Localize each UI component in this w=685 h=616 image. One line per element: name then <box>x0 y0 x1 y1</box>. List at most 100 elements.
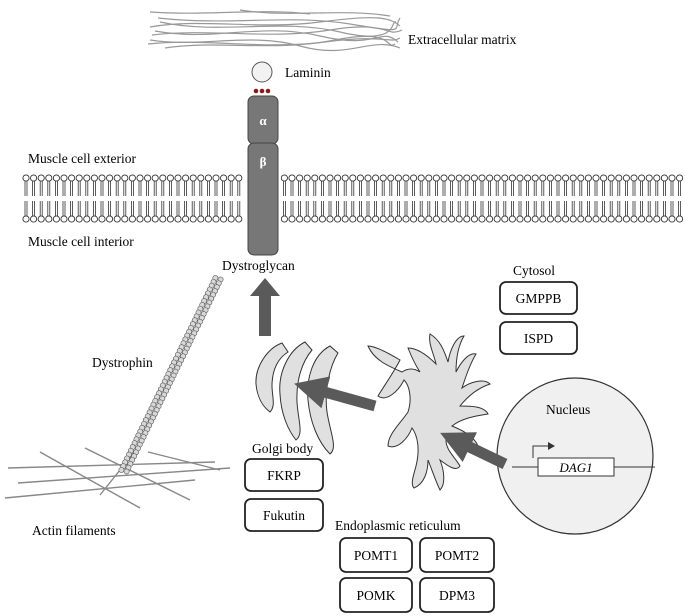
phospholipid <box>486 201 494 223</box>
golgi-to-dystroglycan-arrow <box>250 278 280 336</box>
enzyme-pomk: POMK <box>356 588 395 603</box>
phospholipid <box>235 201 243 223</box>
phospholipid <box>144 201 152 223</box>
phospholipid <box>501 201 509 223</box>
dystrophin-label: Dystrophin <box>92 355 153 370</box>
phospholipid <box>668 201 676 223</box>
cytosol-enzyme-boxes: GMPPB ISPD <box>499 281 578 355</box>
phospholipid <box>455 174 463 196</box>
phospholipid <box>486 174 494 196</box>
golgi-body-label: Golgi body <box>252 441 313 456</box>
phospholipid <box>516 174 524 196</box>
enzyme-dpm3: DPM3 <box>439 588 475 603</box>
dystrophin-bead <box>118 467 125 473</box>
phospholipid <box>524 174 532 196</box>
phospholipid <box>653 174 661 196</box>
phospholipid <box>113 201 121 223</box>
nucleus-label: Nucleus <box>546 402 590 417</box>
phospholipid <box>280 201 288 223</box>
phospholipid <box>30 174 38 196</box>
phospholipid <box>98 201 106 223</box>
phospholipid <box>220 174 228 196</box>
phospholipid <box>45 174 53 196</box>
phospholipid <box>98 174 106 196</box>
phospholipid <box>52 174 60 196</box>
phospholipid <box>174 174 182 196</box>
phospholipid <box>455 201 463 223</box>
phospholipid <box>106 174 114 196</box>
phospholipid <box>60 201 68 223</box>
phospholipid <box>83 174 91 196</box>
phospholipid <box>182 201 190 223</box>
phospholipid <box>311 201 319 223</box>
nucleus-to-er-arrow <box>440 432 508 469</box>
phospholipid <box>326 174 334 196</box>
beta-subunit <box>247 142 279 256</box>
phospholipid <box>318 174 326 196</box>
phospholipid <box>182 174 190 196</box>
phospholipid <box>676 201 684 223</box>
phospholipid <box>592 174 600 196</box>
phospholipid <box>402 201 410 223</box>
phospholipid <box>197 201 205 223</box>
dag1-gene-label: DAG1 <box>558 460 592 475</box>
phospholipid <box>394 201 402 223</box>
phospholipid <box>493 174 501 196</box>
phospholipid <box>531 201 539 223</box>
enzyme-box-ispd <box>499 321 578 355</box>
phospholipid <box>508 174 516 196</box>
phospholipid <box>60 174 68 196</box>
phospholipid <box>584 201 592 223</box>
phospholipid <box>584 174 592 196</box>
enzyme-box-fukutin <box>244 498 324 532</box>
phospholipid <box>653 201 661 223</box>
phospholipid <box>372 174 380 196</box>
phospholipid <box>37 174 45 196</box>
phospholipid <box>508 201 516 223</box>
phospholipid <box>562 201 570 223</box>
phospholipid <box>410 174 418 196</box>
phospholipid <box>83 201 91 223</box>
phospholipid <box>166 201 174 223</box>
laminin-circle <box>251 61 273 83</box>
phospholipid <box>303 174 311 196</box>
phospholipid <box>539 201 547 223</box>
phospholipid <box>75 174 83 196</box>
phospholipid <box>303 201 311 223</box>
phospholipid <box>364 201 372 223</box>
phospholipid <box>577 201 585 223</box>
phospholipid <box>52 201 60 223</box>
phospholipid <box>356 201 364 223</box>
phospholipid <box>607 174 615 196</box>
phospholipid <box>410 201 418 223</box>
phospholipid <box>630 201 638 223</box>
phospholipid <box>318 201 326 223</box>
phospholipid <box>478 174 486 196</box>
enzyme-box-pomt1 <box>339 537 413 573</box>
phospholipid <box>159 174 167 196</box>
enzyme-pomt2: POMT2 <box>435 548 479 563</box>
phospholipid <box>432 174 440 196</box>
phospholipid <box>546 201 554 223</box>
phospholipid <box>159 201 167 223</box>
muscle-interior-label: Muscle cell interior <box>28 234 134 249</box>
alpha-label: α <box>259 113 267 128</box>
dystroglycan-label: Dystroglycan <box>222 258 295 273</box>
phospholipid <box>417 174 425 196</box>
phospholipid <box>524 201 532 223</box>
phospholipid <box>227 201 235 223</box>
phospholipid <box>90 201 98 223</box>
phospholipid <box>501 174 509 196</box>
phospholipid <box>288 201 296 223</box>
phospholipid <box>22 174 30 196</box>
phospholipid <box>372 201 380 223</box>
beta-label: β <box>260 154 267 169</box>
enzyme-fkrp: FKRP <box>267 468 301 483</box>
dag1-gene: DAG1 <box>512 442 655 477</box>
phospholipid <box>448 174 456 196</box>
dystroglycan-protein: α β <box>247 95 279 256</box>
phospholipid <box>668 174 676 196</box>
phospholipid <box>128 174 136 196</box>
phospholipid <box>470 174 478 196</box>
phospholipid <box>113 174 121 196</box>
